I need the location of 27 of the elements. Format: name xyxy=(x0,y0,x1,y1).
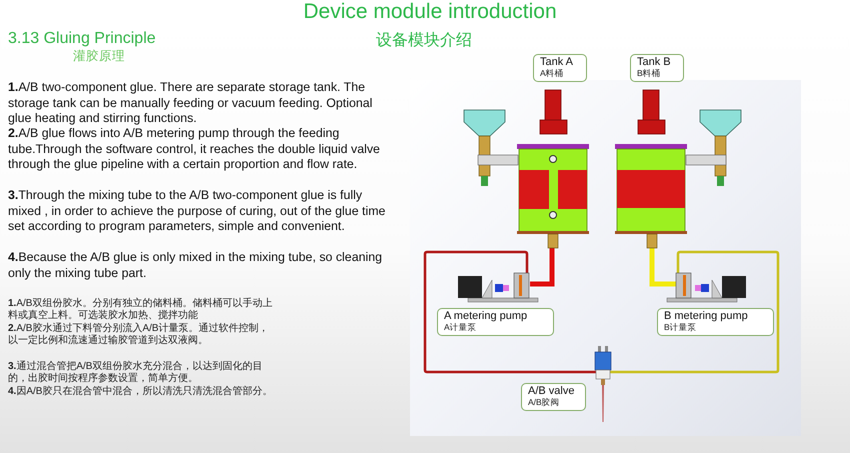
paragraph: 3.通过混合管把A/B双组份胶水充分混合，以达到固化的目的，出胶时间按程序参数设置，简单方便。 xyxy=(8,361,264,386)
callout-title: Tank B xyxy=(637,56,672,68)
paragraph: 3.Through the mixing tube to the A/B two-component glue is fully mixed , in order to achieve the purpose of curing, out of the glue time set according to program parameters, simple and convenient. xyxy=(8,188,386,234)
callout-box xyxy=(533,54,587,82)
callout-subtitle: A/B胶阀 xyxy=(528,397,561,407)
page-subtitle: 设备模块介绍 xyxy=(376,31,472,51)
callout-box xyxy=(437,308,554,336)
section-heading: 3.13 Gluing Principle xyxy=(8,29,156,48)
callout-title: B metering pump xyxy=(664,310,749,322)
callout-box xyxy=(657,308,774,336)
section-subheading: 灌胶原理 xyxy=(73,49,125,64)
callout-title: A metering pump xyxy=(444,310,528,322)
page-title: Device module introduction xyxy=(302,0,558,24)
callout-title: A/B valve xyxy=(528,385,576,397)
callout-subtitle: A料桶 xyxy=(540,68,565,78)
paragraph: 4.Because the A/B glue is only mixed in the mixing tube, so cleaning only the mixing tube part. xyxy=(8,250,384,281)
callout-title: Tank A xyxy=(540,56,574,68)
callout-subtitle: A计量泵 xyxy=(444,322,478,332)
callout-box xyxy=(521,383,586,411)
callout-subtitle: B计量泵 xyxy=(664,322,698,332)
paragraph: 4.因A/B胶只在混合管中混合，所以清洗只清洗混合管部分。 xyxy=(8,386,273,398)
paragraph: 2.A/B胶水通过下料管分别流入A/B计量泵。通过软件控制，以一定比例和流速通过输胶管道到达双液阀。 xyxy=(8,323,270,348)
paragraph: 2.A/B glue flows into A/B metering pump through the feeding tube.Through the software control, it reaches the double liquid valve through the glue pipeline with a certain proportion and flow rate. xyxy=(8,126,381,172)
paragraph: 1.A/B two-component glue. There are separate storage tank. The storage tank can be manually feeding or vacuum feeding. Optional glue heating and stirring functions. xyxy=(8,80,374,126)
paragraph: 1.A/B双组份胶水。分别有独立的储料桶。储料桶可以手动上料或真空上料。可选装胶水加热、搅拌功能 xyxy=(8,298,273,322)
callout-box xyxy=(630,54,684,82)
callout-subtitle: B料桶 xyxy=(637,68,662,78)
